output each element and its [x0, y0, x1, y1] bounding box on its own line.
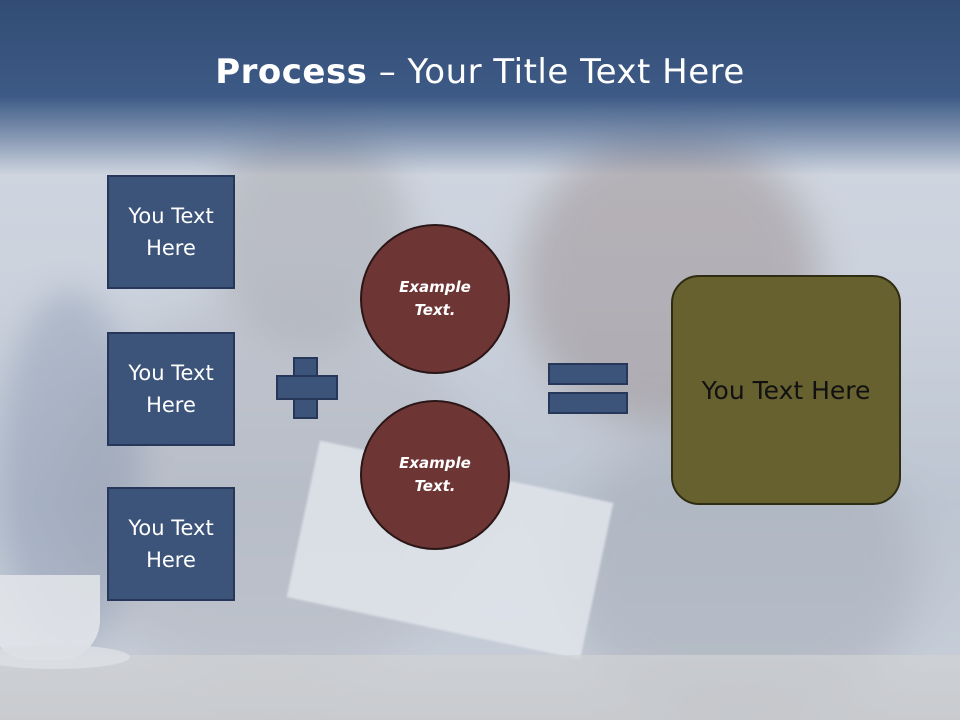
title-bold: Process: [215, 52, 368, 92]
slide-title[interactable]: Process – Your Title Text Here: [0, 52, 960, 92]
text-box-label: You Text Here: [128, 516, 214, 572]
text-box-1[interactable]: You Text Here: [107, 175, 235, 289]
example-circle-2[interactable]: Example Text.: [360, 400, 510, 550]
circle-label: Example Text.: [399, 454, 471, 495]
title-bar: Process – Your Title Text Here: [0, 0, 960, 175]
circle-label: Example Text.: [399, 278, 471, 319]
text-box-3[interactable]: You Text Here: [107, 487, 235, 601]
text-box-2[interactable]: You Text Here: [107, 332, 235, 446]
result-label: You Text Here: [701, 375, 871, 405]
text-box-label: You Text Here: [128, 361, 214, 417]
result-box[interactable]: You Text Here: [671, 275, 901, 505]
text-box-label: You Text Here: [128, 204, 214, 260]
title-rest: – Your Title Text Here: [367, 52, 745, 92]
example-circle-1[interactable]: Example Text.: [360, 224, 510, 374]
